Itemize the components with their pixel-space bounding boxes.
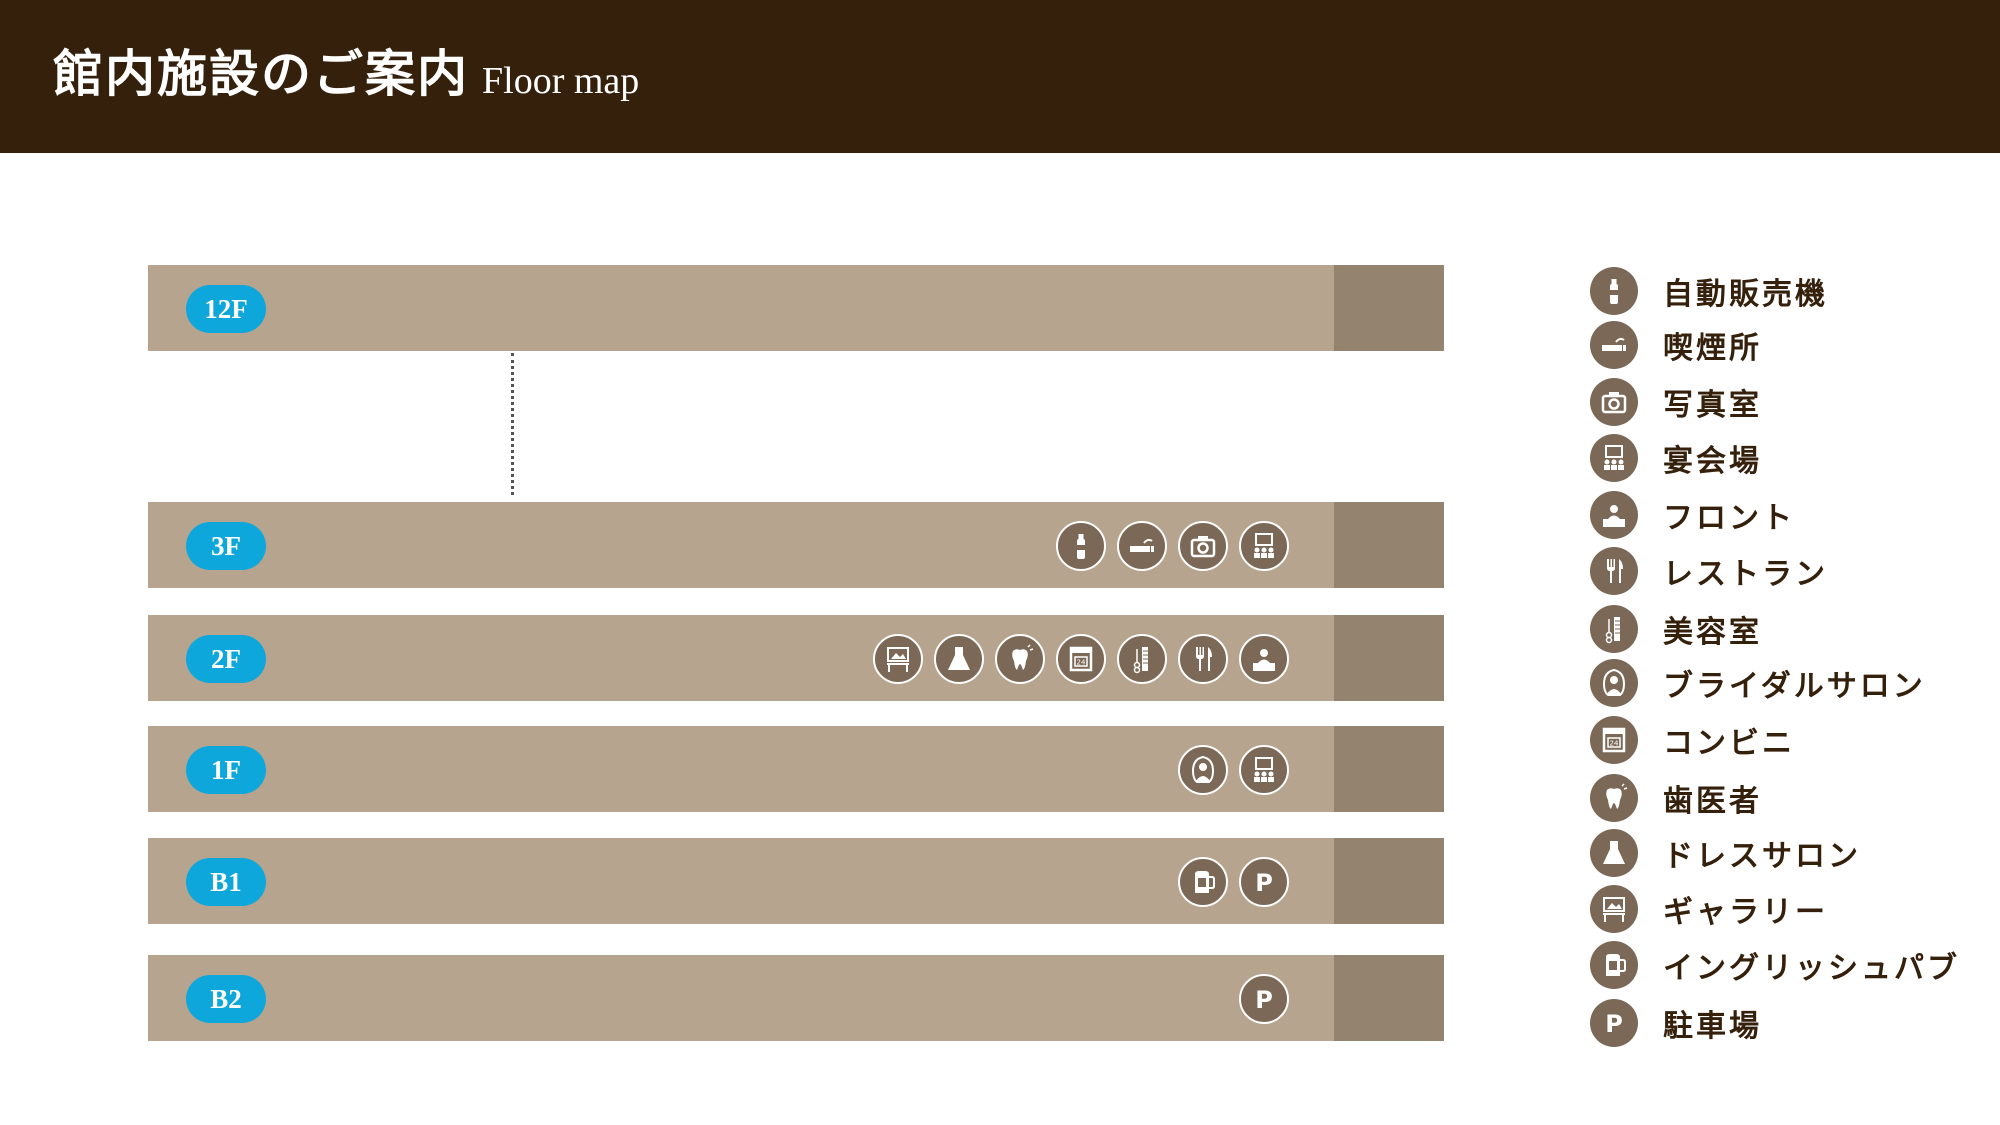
floor-facility-icons: P <box>1239 974 1289 1024</box>
floor-facility-icons <box>1178 745 1289 795</box>
camera-icon <box>1178 521 1228 571</box>
pub-icon <box>1590 941 1638 989</box>
tooth-icon <box>995 634 1045 684</box>
floor-bar[interactable]: 12F <box>148 265 1444 351</box>
svg-text:24: 24 <box>1610 740 1619 748</box>
banquet-icon <box>1590 434 1638 482</box>
salon-icon <box>1117 634 1167 684</box>
banquet-icon <box>1239 745 1289 795</box>
legend-item: イングリッシュパブ <box>1590 940 1960 990</box>
floor-facility-icons: P <box>1178 857 1289 907</box>
legend-label: ギャラリー <box>1663 895 1828 930</box>
gallery-icon <box>873 634 923 684</box>
legend-label: 美容室 <box>1663 615 1762 650</box>
legend-item: フロント <box>1590 490 1795 540</box>
legend-item: 美容室 <box>1590 604 1762 654</box>
floor-label-badge: 1F <box>186 746 266 794</box>
bride-icon <box>1590 659 1638 707</box>
legend-item: ドレスサロン <box>1590 828 1861 878</box>
convenience-store-icon: 24 <box>1056 634 1106 684</box>
floor-bar-end <box>1334 726 1444 812</box>
floor-bar[interactable]: 2F 24 <box>148 615 1444 701</box>
floor-bar[interactable]: B1 P <box>148 838 1444 924</box>
legend-label: 喫煙所 <box>1663 331 1762 366</box>
legend-label: 自動販売機 <box>1663 277 1828 312</box>
front-desk-icon <box>1590 491 1638 539</box>
legend-label: 写真室 <box>1663 388 1762 423</box>
camera-icon <box>1590 378 1638 426</box>
floor-label-badge: B2 <box>186 975 266 1023</box>
pub-icon <box>1178 857 1228 907</box>
svg-text:P: P <box>1605 1010 1623 1038</box>
vending-machine-icon <box>1590 267 1638 315</box>
floor-bar[interactable]: B2 P <box>148 955 1444 1041</box>
header-bar: 館内施設のご案内 Floor map <box>0 0 2000 153</box>
restaurant-icon <box>1178 634 1228 684</box>
bride-icon <box>1178 745 1228 795</box>
legend-item: 自動販売機 <box>1590 266 1828 316</box>
floor-label-badge: 2F <box>186 635 266 683</box>
floor-bar[interactable]: 3F <box>148 502 1444 588</box>
legend-item: P 駐車場 <box>1590 998 1762 1048</box>
restaurant-icon <box>1590 547 1638 595</box>
gallery-icon <box>1590 885 1638 933</box>
floor-label-badge: B1 <box>186 858 266 906</box>
legend-label: ブライダルサロン <box>1663 669 1926 704</box>
legend-label: ドレスサロン <box>1663 839 1861 874</box>
banquet-icon <box>1239 521 1289 571</box>
legend-item: ギャラリー <box>1590 884 1828 934</box>
floor-bar-end <box>1334 265 1444 351</box>
floor-gap-divider <box>511 353 514 495</box>
legend-item: ブライダルサロン <box>1590 658 1926 708</box>
salon-icon <box>1590 605 1638 653</box>
floor-label-badge: 12F <box>186 285 266 333</box>
dress-icon <box>1590 829 1638 877</box>
parking-icon: P <box>1239 974 1289 1024</box>
svg-text:P: P <box>1255 869 1273 897</box>
legend-item: 喫煙所 <box>1590 320 1762 370</box>
svg-text:24: 24 <box>1077 659 1086 667</box>
floor-bar-end <box>1334 502 1444 588</box>
floor-bar-end <box>1334 838 1444 924</box>
legend-item: 歯医者 <box>1590 773 1762 823</box>
legend-label: 駐車場 <box>1663 1009 1762 1044</box>
legend-item: 写真室 <box>1590 377 1762 427</box>
front-desk-icon <box>1239 634 1289 684</box>
legend-label: レストラン <box>1663 557 1828 592</box>
legend-label: 宴会場 <box>1663 444 1762 479</box>
tooth-icon <box>1590 774 1638 822</box>
page-subtitle: Floor map <box>482 60 640 102</box>
legend-label: 歯医者 <box>1663 784 1762 819</box>
page-title: 館内施設のご案内 <box>53 44 469 103</box>
legend-item: 宴会場 <box>1590 433 1762 483</box>
floor-facility-icons <box>1056 521 1289 571</box>
smoking-icon <box>1590 321 1638 369</box>
convenience-store-icon: 24 <box>1590 716 1638 764</box>
legend-item: 24 コンビニ <box>1590 715 1795 765</box>
floor-bar[interactable]: 1F <box>148 726 1444 812</box>
floor-bar-end <box>1334 955 1444 1041</box>
parking-icon: P <box>1239 857 1289 907</box>
legend-label: コンビニ <box>1663 726 1795 761</box>
floor-facility-icons: 24 <box>873 634 1289 684</box>
svg-text:P: P <box>1255 986 1273 1014</box>
dress-icon <box>934 634 984 684</box>
smoking-icon <box>1117 521 1167 571</box>
legend-label: フロント <box>1663 501 1795 536</box>
parking-icon: P <box>1590 999 1638 1047</box>
vending-machine-icon <box>1056 521 1106 571</box>
floor-label-badge: 3F <box>186 522 266 570</box>
floor-bar-end <box>1334 615 1444 701</box>
legend-label: イングリッシュパブ <box>1663 951 1960 986</box>
legend-item: レストラン <box>1590 546 1828 596</box>
